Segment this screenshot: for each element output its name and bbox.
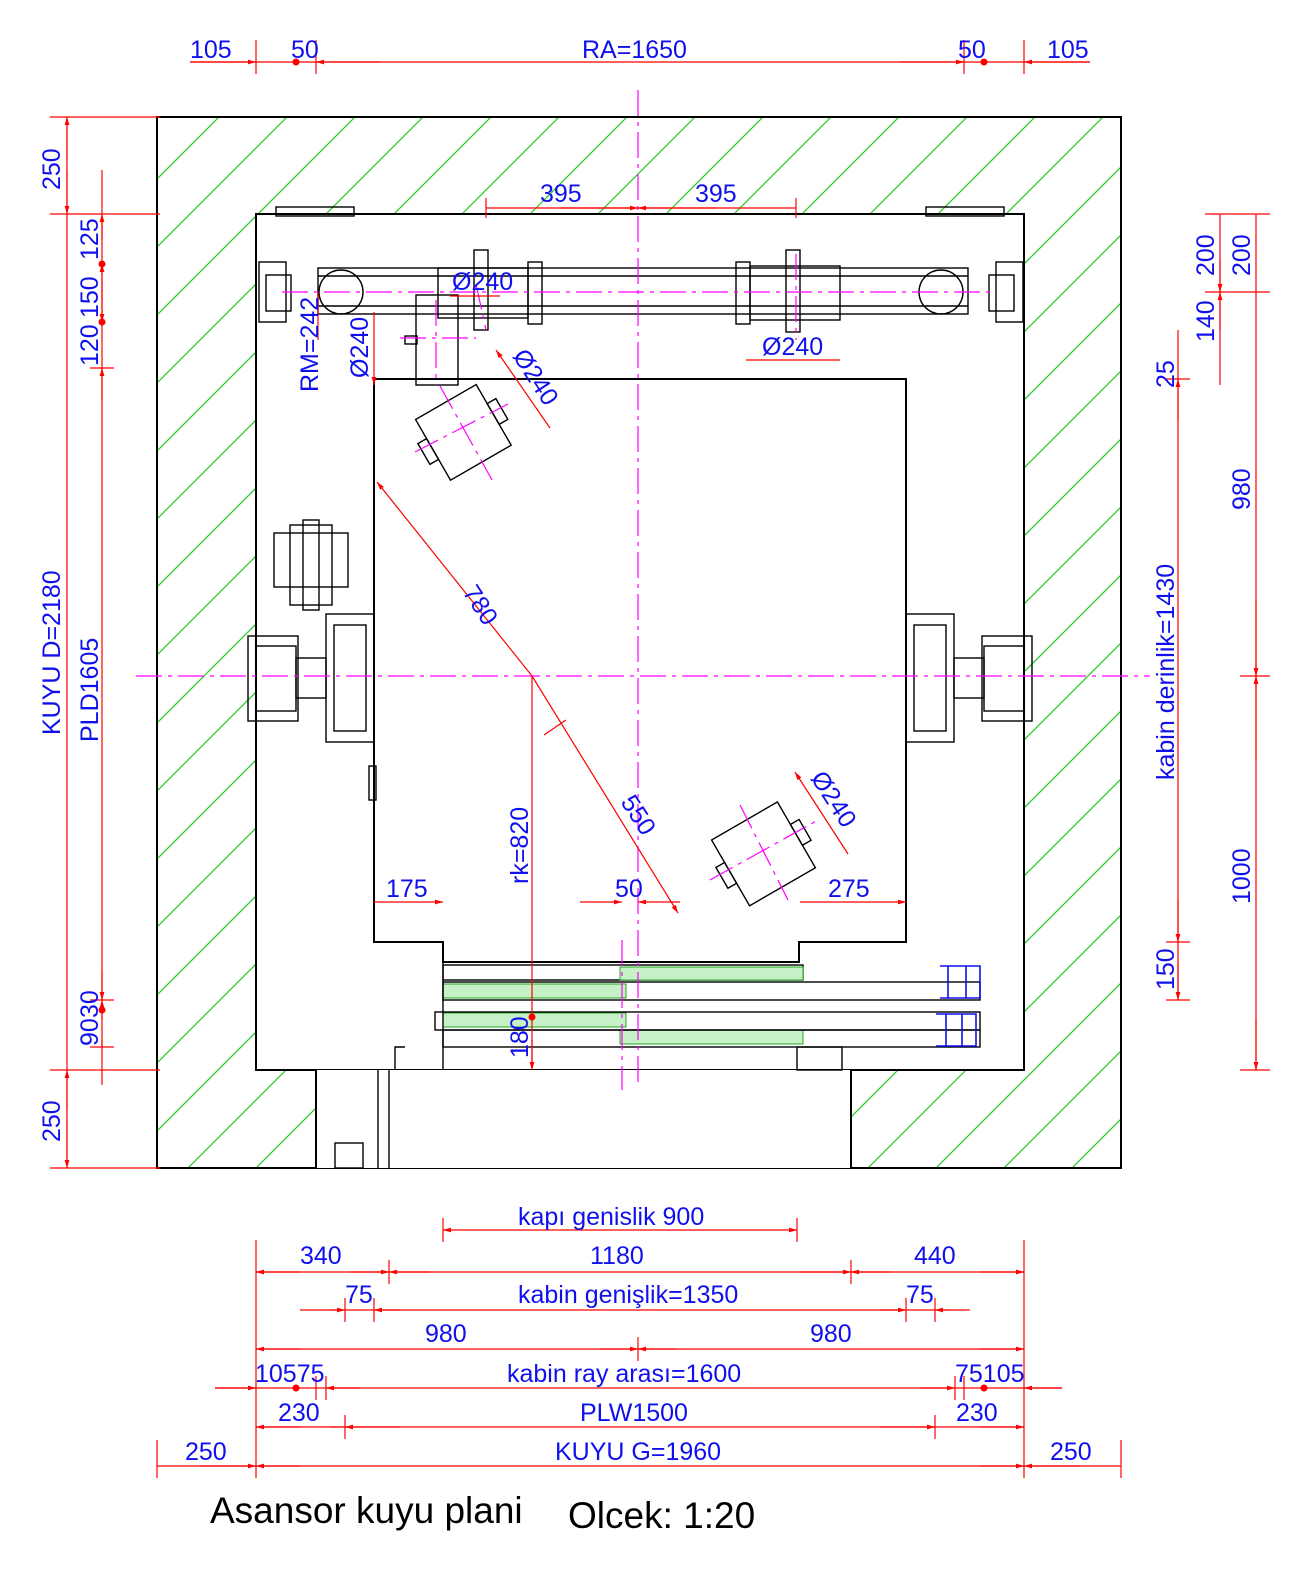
hatch-line [223, 117, 1121, 1168]
shaft-walls [156, 116, 1122, 1169]
hatch-line [157, 117, 813, 1168]
hatch-line [157, 117, 405, 1168]
hatch-line [157, 117, 745, 1168]
hatch-line [157, 117, 881, 1168]
dim-top-50-left: 50 [291, 36, 319, 64]
centerlines [136, 90, 1150, 1090]
dim-180: 180 [506, 1016, 534, 1058]
dim-75-right: 75 [906, 1281, 934, 1309]
dim-kuyu-g: KUYU G=1960 [555, 1438, 721, 1466]
dim-pulley-top: Ø240 [452, 268, 513, 296]
hatch-line [971, 117, 1121, 1168]
dim-rk: rk=820 [506, 807, 534, 884]
cabin-outline [368, 378, 907, 963]
dim-right-200-b: 200 [1228, 234, 1256, 276]
dim-right-1000: 1000 [1228, 848, 1256, 904]
landing-doors [394, 962, 981, 1071]
dim-1180: 1180 [590, 1242, 644, 1270]
dim-left-150: 150 [76, 276, 104, 318]
dim-left-250-top: 250 [38, 148, 66, 190]
dim-ray-arasi: kabin ray arası=1600 [507, 1360, 741, 1388]
guide-rails [247, 519, 1033, 743]
pulley-beam [258, 249, 1024, 907]
dim-550: 550 [615, 790, 661, 840]
dim-top-50-right: 50 [958, 36, 986, 64]
dim-50: 50 [615, 875, 643, 903]
dim-980-right: 980 [810, 1320, 852, 1348]
dim-kabin-derinlik: kabin derinlik=1430 [1152, 564, 1180, 780]
dim-plw: PLW1500 [580, 1399, 688, 1427]
dim-75105: 75105 [955, 1360, 1025, 1388]
dim-175: 175 [386, 875, 428, 903]
drawing-title: Asansor kuyu plani [210, 1490, 523, 1531]
dim-kabin-genislik: kabin genişlik=1350 [518, 1281, 738, 1309]
dim-left-125: 125 [76, 218, 104, 260]
dim-395-right: 395 [695, 180, 737, 208]
dim-75-left: 75 [345, 1281, 373, 1309]
dim-left-30: 30 [76, 990, 104, 1018]
dim-rm: RM=242 [296, 297, 324, 392]
dim-10575: 10575 [255, 1360, 325, 1388]
dim-right-140: 140 [1192, 300, 1220, 342]
dim-275: 275 [828, 875, 870, 903]
dim-230-left: 230 [278, 1399, 320, 1427]
dim-pulley-left-vertical: Ø240 [346, 317, 374, 378]
hatch-line [767, 117, 1121, 1168]
dim-left-90: 90 [76, 1018, 104, 1046]
dim-pld: PLD1605 [76, 638, 104, 742]
dimension-labels: 105 50 RA=1650 50 105 395 395 Ø240 Ø240 … [38, 36, 1256, 1466]
hatch-line [563, 117, 1121, 1168]
dim-230-right: 230 [956, 1399, 998, 1427]
scale-label: Olcek: 1:20 [568, 1495, 755, 1536]
dim-kapi: kapı genislik 900 [518, 1203, 704, 1231]
dim-right-150: 150 [1152, 948, 1180, 990]
hatch-line [157, 117, 1121, 1168]
dim-780: 780 [457, 580, 503, 630]
hatch-line [157, 117, 677, 1168]
hatch-line [1107, 117, 1121, 1168]
dim-395-left: 395 [540, 180, 582, 208]
dim-440: 440 [914, 1242, 956, 1270]
dim-right-25: 25 [1152, 360, 1180, 388]
dimension-lines [50, 40, 1270, 1478]
dim-top-105-left: 105 [190, 36, 232, 64]
dim-top-105-right: 105 [1047, 36, 1089, 64]
hatch-line [835, 117, 1121, 1168]
hatch-line [699, 117, 1121, 1168]
hatch-line [157, 117, 473, 1168]
wall-hatch [157, 0, 1309, 1200]
dim-left-120: 120 [76, 324, 104, 366]
dim-250-right: 250 [1050, 1438, 1092, 1466]
dim-ra: RA=1650 [582, 36, 687, 64]
hatch-line [1176, 0, 1309, 1200]
dim-980-left: 980 [425, 1320, 467, 1348]
hatch-line [157, 117, 609, 1168]
hatch-line [157, 117, 541, 1168]
dim-right-200-a: 200 [1192, 234, 1220, 276]
hatch-line [903, 117, 1121, 1168]
dim-right-980: 980 [1228, 468, 1256, 510]
dim-pulley-right: Ø240 [762, 333, 823, 361]
dim-250-left: 250 [185, 1438, 227, 1466]
dim-left-250-bottom: 250 [38, 1100, 66, 1142]
dim-340: 340 [300, 1242, 342, 1270]
dim-kuyu-d: KUYU D=2180 [38, 570, 66, 735]
